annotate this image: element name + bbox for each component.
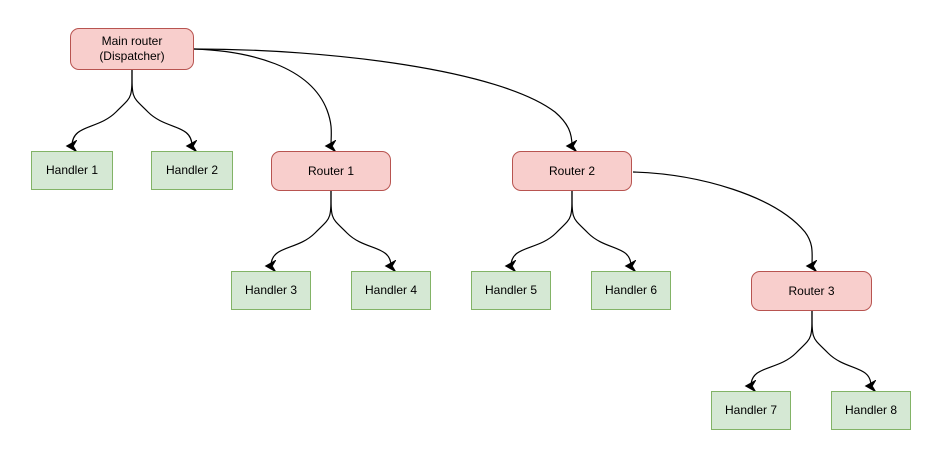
edge-router-2-to-handler-6 [571, 190, 631, 266]
node-router-3[interactable]: Router 3 [751, 271, 872, 311]
node-label-handler-2: Handler 2 [165, 163, 219, 177]
node-handler-4[interactable]: Handler 4 [351, 271, 431, 310]
node-label-router-1: Router 1 [307, 163, 355, 178]
node-handler-7[interactable]: Handler 7 [711, 391, 791, 430]
node-label-handler-8: Handler 8 [844, 403, 898, 417]
edge-router-2-to-router-3 [632, 171, 812, 266]
edge-main-to-router-2 [193, 48, 572, 146]
node-label-router-2: Router 2 [548, 163, 596, 178]
node-label-handler-5: Handler 5 [484, 283, 538, 297]
node-label-handler-1: Handler 1 [45, 163, 99, 177]
edge-router-1-to-handler-4 [330, 190, 391, 266]
edge-router-1-to-handler-3 [271, 190, 332, 266]
node-label-handler-3: Handler 3 [244, 283, 298, 297]
node-handler-6[interactable]: Handler 6 [591, 271, 671, 310]
edge-router-3-to-handler-7 [751, 310, 813, 386]
node-handler-8[interactable]: Handler 8 [831, 391, 911, 430]
node-handler-5[interactable]: Handler 5 [471, 271, 551, 310]
node-label-router-3: Router 3 [788, 283, 835, 298]
node-handler-3[interactable]: Handler 3 [231, 271, 311, 310]
node-label-handler-6: Handler 6 [604, 283, 658, 297]
node-main-router[interactable]: Main router (Dispatcher) [70, 28, 194, 70]
edge-router-3-to-handler-8 [811, 310, 871, 386]
edge-main-to-router-1 [193, 48, 331, 146]
node-router-1[interactable]: Router 1 [271, 151, 391, 191]
node-router-2[interactable]: Router 2 [512, 151, 632, 191]
edge-router-2-to-handler-5 [511, 190, 573, 266]
node-label-handler-7: Handler 7 [724, 403, 778, 417]
edge-main-to-handler-2 [131, 69, 192, 146]
node-handler-2[interactable]: Handler 2 [151, 151, 233, 190]
edge-main-to-handler-1 [72, 69, 133, 146]
node-label-handler-4: Handler 4 [364, 283, 418, 297]
node-label-main-router: Main router (Dispatcher) [99, 34, 165, 63]
node-handler-1[interactable]: Handler 1 [31, 151, 113, 190]
